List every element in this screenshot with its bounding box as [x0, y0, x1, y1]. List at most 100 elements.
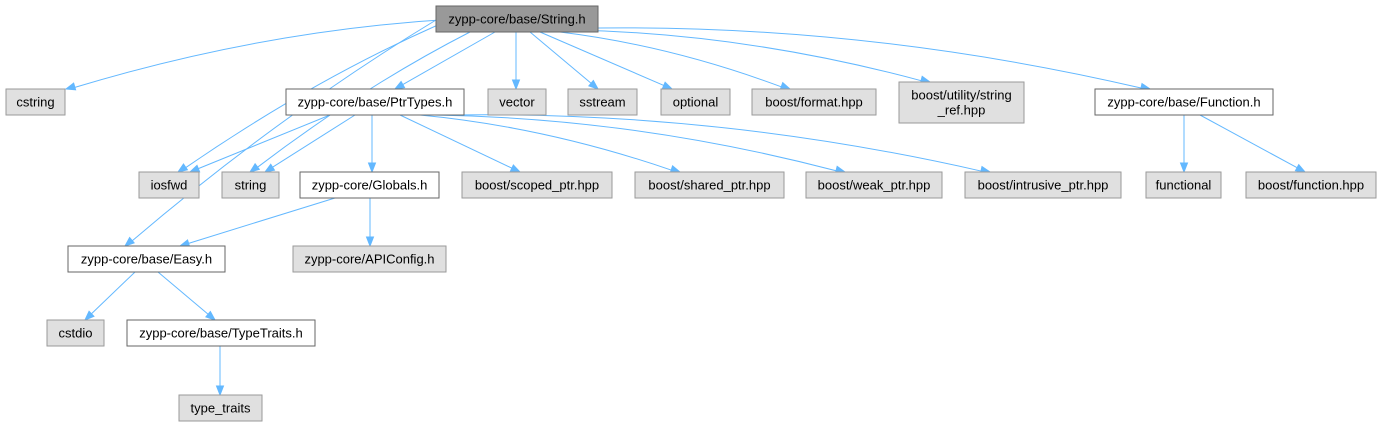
node-label: zypp-core/base/String.h — [448, 12, 585, 27]
node-optional: optional — [660, 88, 731, 116]
arrowhead-easy_h-to-cstdio — [84, 310, 95, 321]
node-boost-intrusive-ptr: boost/intrusive_ptr.hpp — [964, 171, 1122, 199]
node-label: boost/weak_ptr.hpp — [818, 178, 931, 193]
node-label: iosfwd — [151, 178, 188, 193]
node-box — [178, 394, 263, 422]
arrowhead-ptrtypes_h-to-iosfwd — [188, 164, 201, 173]
arrowhead-ptrtypes_h-to-string — [263, 163, 276, 173]
arrowhead-string_h-to-easy_h — [123, 236, 135, 247]
node-label: boost/format.hpp — [765, 95, 863, 110]
node-box — [660, 88, 731, 116]
node-box — [1094, 88, 1274, 116]
edge-ptrtypes_h-to-string — [272, 114, 356, 168]
node-cstring: cstring — [5, 88, 66, 116]
node-label: boost/intrusive_ptr.hpp — [978, 178, 1109, 193]
node-label: boost/utility/string — [911, 88, 1011, 103]
node-label: zypp-core/base/TypeTraits.h — [139, 326, 303, 341]
node-box — [634, 171, 785, 199]
arrowhead-string_h-to-iosfwd — [176, 163, 189, 173]
node-box — [5, 88, 66, 116]
edge-string_h-to-sstream — [529, 31, 592, 84]
node-boost-format: boost/format.hpp — [751, 88, 877, 116]
arrowhead-string_h-to-sstream — [588, 79, 600, 90]
node-label: zypp-core/Globals.h — [312, 178, 428, 193]
arrowhead-string_h-to-cstring — [64, 82, 77, 91]
arrowhead-ptrtypes_h-to-boost_shared_ptr — [669, 164, 682, 173]
node-string: string — [221, 171, 280, 199]
node-string-h[interactable]: zypp-core/base/String.h — [435, 5, 599, 33]
node-globals-h[interactable]: zypp-core/Globals.h — [299, 171, 440, 199]
arrowhead-string_h-to-string — [248, 162, 261, 173]
node-label: zypp-core/base/PtrTypes.h — [298, 95, 453, 110]
node-apiconfig-h: zypp-core/APIConfig.h — [292, 245, 447, 273]
node-box — [46, 319, 105, 347]
edge-ptrtypes_h-to-iosfwd — [198, 114, 331, 170]
node-box — [1245, 171, 1377, 199]
node-label: zypp-core/APIConfig.h — [304, 252, 434, 267]
edge-easy_h-to-typetraits_h — [157, 271, 209, 315]
node-label: sstream — [579, 95, 625, 110]
edge-string_h-to-optional — [539, 31, 664, 86]
node-box — [285, 88, 465, 116]
node-ptrtypes-h[interactable]: zypp-core/base/PtrTypes.h — [285, 88, 465, 116]
node-boost-string-ref: boost/utility/string_ref.hpp — [898, 81, 1025, 124]
node-label: boost/shared_ptr.hpp — [648, 178, 770, 193]
node-box — [1145, 171, 1222, 199]
arrowhead-function_h-to-functional — [1179, 162, 1189, 174]
node-box — [138, 171, 200, 199]
node-box — [126, 319, 316, 347]
arrowhead-ptrtypes_h-to-globals_h — [367, 162, 377, 174]
node-box — [751, 88, 877, 116]
arrowhead-string_h-to-boost_format — [779, 81, 792, 90]
arrowhead-string_h-to-vector — [511, 79, 521, 91]
node-label: zypp-core/base/Function.h — [1107, 95, 1260, 110]
node-cstdio: cstdio — [46, 319, 105, 347]
arrowhead-globals_h-to-apiconfig_h — [365, 236, 375, 248]
node-box — [461, 171, 613, 199]
edge-globals_h-to-easy_h — [188, 197, 336, 244]
edge-string_h-to-boost_format — [559, 31, 782, 88]
edge-string_h-to-easy_h — [131, 19, 437, 242]
node-box — [221, 171, 280, 199]
node-box — [805, 171, 943, 199]
node-label: functional — [1156, 178, 1212, 193]
node-box — [292, 245, 447, 273]
node-label: optional — [673, 95, 719, 110]
node-label: cstdio — [59, 326, 93, 341]
arrowhead-string_h-to-optional — [661, 81, 674, 90]
node-vector: vector — [487, 88, 547, 116]
node-box — [567, 88, 638, 116]
edge-string_h-to-function_h — [597, 27, 1142, 89]
node-boost-function: boost/function.hpp — [1245, 171, 1377, 199]
edge-function_h-to-boost_function — [1199, 114, 1298, 169]
edge-ptrtypes_h-to-boost_shared_ptr — [419, 114, 672, 171]
edge-string_h-to-boost_string_ref — [574, 29, 922, 82]
node-box — [299, 171, 440, 199]
node-box — [487, 88, 547, 116]
node-box — [435, 5, 599, 33]
arrowhead-function_h-to-boost_function — [1294, 163, 1307, 173]
node-boost-shared-ptr: boost/shared_ptr.hpp — [634, 171, 785, 199]
node-boost-weak-ptr: boost/weak_ptr.hpp — [805, 171, 943, 199]
node-typetraits-h[interactable]: zypp-core/base/TypeTraits.h — [126, 319, 316, 347]
arrowhead-typetraits_h-to-type_traits — [215, 385, 225, 397]
node-easy-h[interactable]: zypp-core/base/Easy.h — [67, 245, 226, 273]
edge-ptrtypes_h-to-boost_scoped_ptr — [399, 114, 513, 169]
node-functional: functional — [1145, 171, 1222, 199]
arrowhead-string_h-to-ptrtypes_h — [393, 80, 406, 90]
node-function-h[interactable]: zypp-core/base/Function.h — [1094, 88, 1274, 116]
node-label: cstring — [16, 95, 54, 110]
edge-string_h-to-iosfwd — [185, 23, 441, 168]
edge-string_h-to-ptrtypes_h — [402, 31, 496, 85]
node-sstream: sstream — [567, 88, 638, 116]
node-boost-scoped-ptr: boost/scoped_ptr.hpp — [461, 171, 613, 199]
arrowhead-easy_h-to-typetraits_h — [205, 310, 217, 321]
node-label: boost/scoped_ptr.hpp — [475, 178, 599, 193]
edge-easy_h-to-cstdio — [91, 271, 136, 315]
edge-string_h-to-cstring — [74, 18, 456, 88]
node-box — [964, 171, 1122, 199]
node-type-traits: type_traits — [178, 394, 263, 422]
node-label: boost/function.hpp — [1258, 178, 1364, 193]
node-label: _ref.hpp — [937, 103, 986, 118]
